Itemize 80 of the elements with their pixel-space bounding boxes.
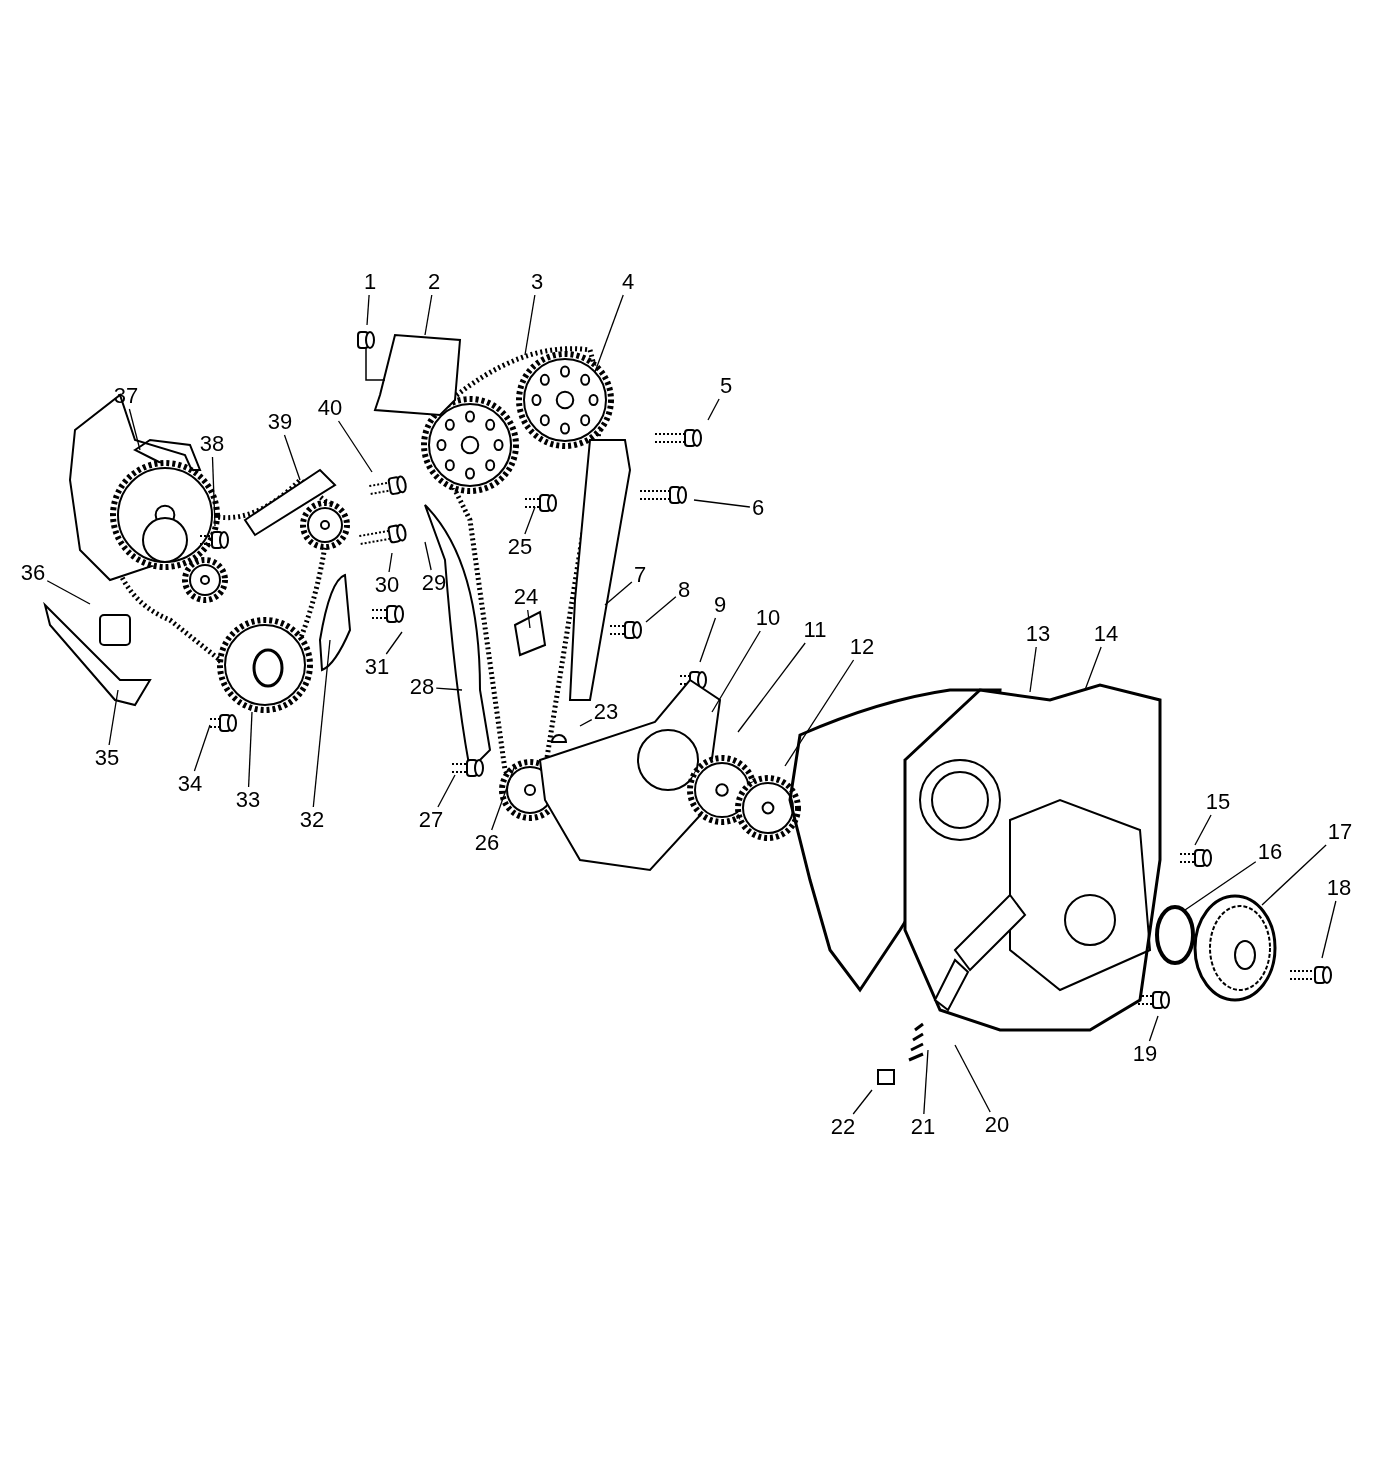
callout-number: 13	[1025, 623, 1051, 645]
leader-line	[711, 630, 761, 713]
callout-number: 32	[299, 809, 325, 831]
callout-number: 24	[513, 586, 539, 608]
leader-line	[424, 541, 432, 571]
callout-number: 37	[113, 385, 139, 407]
leader-line	[1084, 646, 1102, 691]
leader-line	[337, 420, 373, 473]
leader-line	[693, 499, 751, 508]
leader-line	[385, 631, 403, 655]
callout-number: 31	[364, 656, 390, 678]
leader-line	[594, 294, 624, 373]
callout-number: 23	[593, 701, 619, 723]
callout-number: 25	[507, 536, 533, 558]
callout-number: 12	[849, 636, 875, 658]
callout-number: 19	[1132, 1043, 1158, 1065]
leader-line	[524, 506, 536, 535]
leader-line	[435, 687, 463, 691]
leader-line	[312, 639, 331, 808]
leader-line	[737, 642, 806, 733]
leader-line	[524, 294, 536, 356]
callout-number: 35	[94, 747, 120, 769]
callout-number: 6	[751, 497, 765, 519]
leader-line	[283, 434, 301, 481]
callout-number: 9	[713, 594, 727, 616]
leader-line	[852, 1089, 873, 1115]
callout-number: 34	[177, 773, 203, 795]
callout-number: 20	[984, 1114, 1010, 1136]
leader-line	[424, 294, 433, 336]
leader-line	[784, 659, 855, 767]
callout-number: 7	[633, 564, 647, 586]
callout-number: 1	[363, 271, 377, 293]
leader-line	[437, 774, 456, 808]
callout-number: 33	[235, 789, 261, 811]
callout-number: 10	[755, 607, 781, 629]
callout-number: 28	[409, 676, 435, 698]
leader-line	[211, 456, 216, 527]
callout-number: 40	[317, 397, 343, 419]
callout-number: 5	[719, 375, 733, 397]
leader-line	[388, 552, 393, 573]
leader-line	[1321, 900, 1337, 959]
leader-line	[954, 1044, 991, 1113]
leader-line	[193, 724, 211, 772]
leader-line	[604, 581, 633, 606]
leader-line	[128, 408, 141, 451]
leader-line	[1194, 814, 1212, 846]
leader-line	[699, 617, 717, 663]
leader-line	[1029, 646, 1037, 693]
callout-number: 15	[1205, 791, 1231, 813]
callout-number: 18	[1326, 877, 1352, 899]
callout-number: 8	[677, 579, 691, 601]
callout-number: 29	[421, 572, 447, 594]
leader-line	[1148, 1015, 1159, 1042]
leader-line	[1184, 861, 1257, 911]
callout-number: 26	[474, 832, 500, 854]
leader-line	[645, 596, 677, 623]
leader-line	[491, 764, 516, 831]
callout-number: 3	[530, 271, 544, 293]
leader-line	[579, 719, 593, 727]
leader-line	[1261, 844, 1327, 906]
leader-line	[366, 294, 370, 326]
leader-line	[247, 711, 253, 788]
leader-line	[46, 580, 91, 605]
callout-number: 11	[803, 619, 827, 641]
callout-number: 4	[621, 271, 635, 293]
leader-line	[707, 398, 720, 421]
callout-number: 2	[427, 271, 441, 293]
callout-number: 30	[374, 574, 400, 596]
callout-number: 16	[1257, 841, 1283, 863]
callout-number: 27	[418, 809, 444, 831]
callout-number: 14	[1093, 623, 1119, 645]
callout-number: 36	[20, 562, 46, 584]
callout-number: 17	[1327, 821, 1353, 843]
callout-number: 22	[830, 1116, 856, 1138]
callout-number: 21	[910, 1116, 936, 1138]
leader-line	[527, 609, 531, 629]
callout-number: 39	[267, 411, 293, 433]
callout-number: 38	[199, 433, 225, 455]
leader-line	[923, 1049, 929, 1115]
leader-line	[108, 689, 119, 746]
